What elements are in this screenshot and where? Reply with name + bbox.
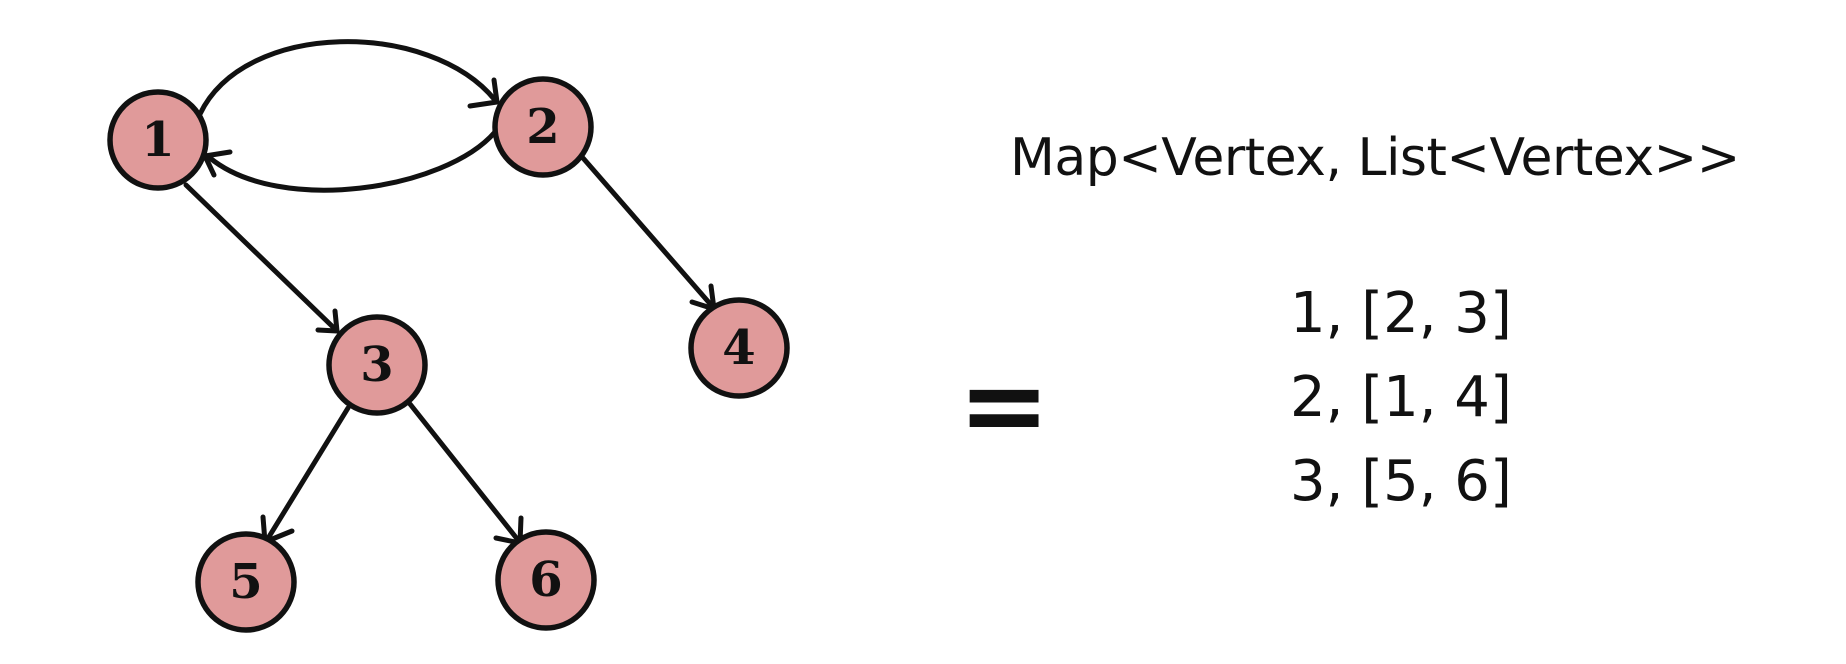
adjacency-row: 3, [5, 6] bbox=[1290, 449, 1512, 514]
node-6-label: 6 bbox=[529, 552, 562, 608]
node-2: 2 bbox=[492, 76, 594, 178]
node-4-label: 4 bbox=[722, 320, 755, 376]
graph-edges bbox=[183, 39, 717, 546]
node-1-label: 1 bbox=[141, 112, 174, 168]
node-2-label: 2 bbox=[526, 99, 559, 155]
edge-3-to-5 bbox=[264, 405, 351, 543]
node-3: 3 bbox=[326, 314, 428, 416]
edge-1-to-3-arrowhead bbox=[315, 308, 340, 334]
edge-1-to-2 bbox=[197, 39, 498, 117]
node-4: 4 bbox=[688, 297, 790, 399]
node-3-label: 3 bbox=[360, 337, 393, 393]
node-1: 1 bbox=[107, 89, 209, 191]
edge-1-to-3 bbox=[183, 182, 337, 331]
adjacency-list: 1, [2, 3] 2, [1, 4] 3, [5, 6] bbox=[1290, 272, 1512, 524]
edge-3-to-6 bbox=[407, 401, 521, 543]
node-6: 6 bbox=[495, 529, 597, 631]
adjacency-row: 1, [2, 3] bbox=[1290, 281, 1512, 346]
adjacency-row: 2, [1, 4] bbox=[1290, 365, 1512, 430]
node-5-label: 5 bbox=[229, 554, 262, 610]
equals-sign: = bbox=[958, 341, 1051, 469]
edge-2-to-4 bbox=[580, 155, 715, 309]
edge-2-to-1 bbox=[207, 129, 498, 193]
node-5: 5 bbox=[195, 531, 297, 633]
type-signature: Map<Vertex, List<Vertex>> bbox=[1010, 128, 1740, 188]
edge-1-to-2-arrowhead bbox=[467, 77, 500, 109]
graph-nodes: 1 2 3 4 5 6 bbox=[107, 76, 790, 633]
